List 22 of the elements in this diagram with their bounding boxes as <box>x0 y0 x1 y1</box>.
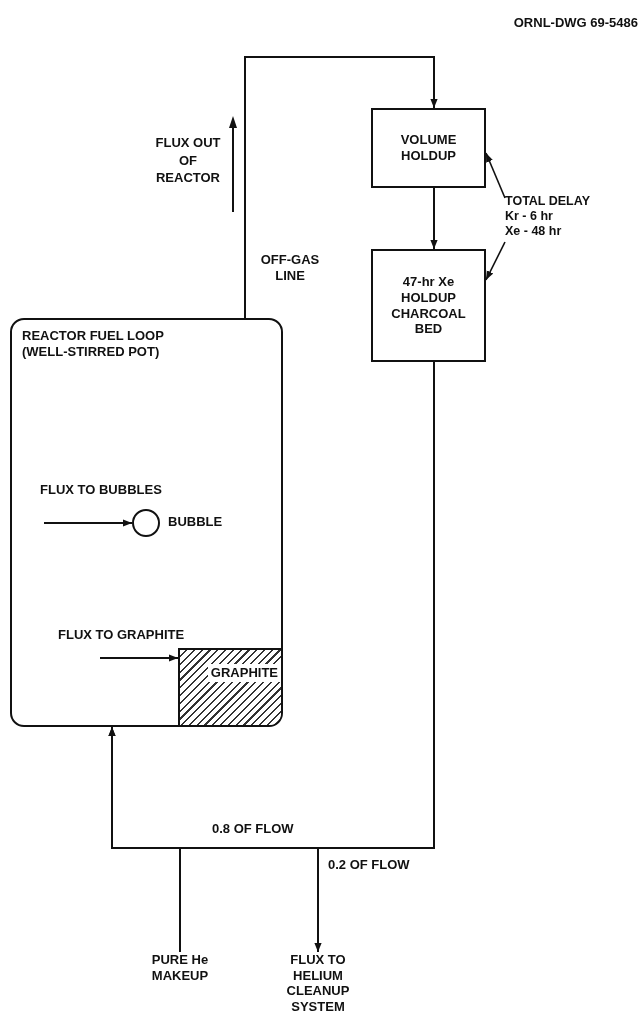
process-box <box>371 108 486 188</box>
box-label: 47-hr Xe HOLDUP CHARCOAL BED <box>390 274 467 337</box>
leader-arrow <box>485 241 506 281</box>
terminal-label: PURE He MAKEUP <box>145 952 215 1010</box>
flow-arrow <box>430 187 438 250</box>
flow-note: FLUX OUT OF REACTOR <box>154 134 222 187</box>
terminal-label: FLUX TO HELIUM CLEANUP SYSTEM <box>274 952 362 1028</box>
box-label: VOLUME HOLDUP <box>399 132 458 164</box>
flow-arrow <box>108 726 181 953</box>
node-caption: BUBBLE <box>168 514 223 530</box>
flow-arrow <box>244 56 438 319</box>
flow-arrow <box>99 654 179 662</box>
bubble-circle <box>132 509 160 537</box>
process-box <box>371 249 486 362</box>
vessel-title: REACTOR FUEL LOOP (WELL-STIRRED POT) <box>22 328 165 360</box>
region-label: GRAPHITE <box>207 664 281 682</box>
flow-arrow <box>43 519 133 527</box>
reactor-vessel <box>10 318 283 727</box>
graphite-region <box>178 648 281 725</box>
leader-arrow <box>485 152 506 199</box>
note-text: TOTAL DELAY Kr - 6 hr Xe - 48 hr <box>505 194 642 254</box>
drawing-number: ORNL-DWG 69-5486 <box>512 14 638 32</box>
